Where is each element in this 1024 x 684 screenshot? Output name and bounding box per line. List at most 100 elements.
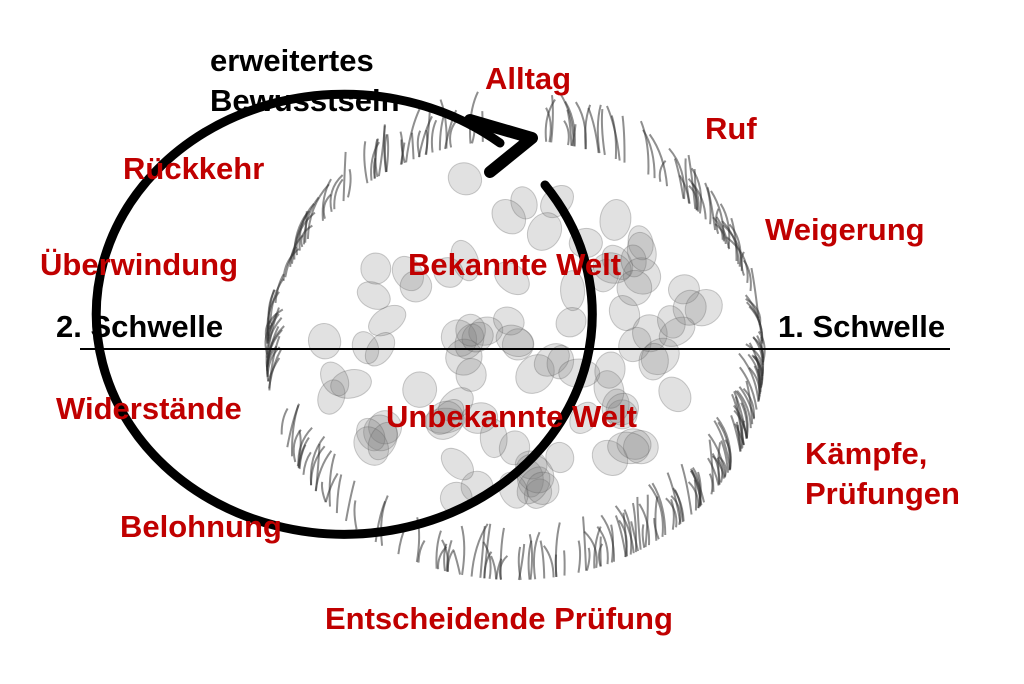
leaf-shape	[423, 407, 466, 434]
grass-blade	[383, 124, 387, 173]
grass-blade	[680, 463, 693, 515]
leaf-shape	[605, 392, 639, 426]
leaf-shape	[616, 269, 653, 306]
leaf-shape	[356, 281, 391, 310]
leaf-shape	[479, 418, 508, 459]
grass-blade	[303, 196, 320, 245]
leaf-shape	[668, 274, 700, 305]
grass-blade	[452, 550, 462, 575]
grass-blade	[621, 115, 626, 163]
grass-blade	[286, 403, 300, 448]
leaf-shape	[555, 307, 587, 338]
grass-blade	[711, 452, 721, 485]
grass-blade	[735, 421, 742, 452]
leaf-shape	[658, 316, 696, 347]
grass-blade	[550, 95, 554, 143]
grass-blade	[687, 154, 697, 210]
leaf-shape	[632, 314, 668, 353]
grass-blade	[374, 138, 379, 178]
leaves-decoration	[307, 162, 723, 515]
label-bewusstsein: Bewusstsein	[210, 83, 400, 118]
grass-blade	[539, 540, 546, 579]
leaf-shape	[601, 388, 630, 424]
grass-blade	[545, 107, 552, 143]
grass-blade	[731, 393, 744, 448]
grass-blade	[606, 105, 621, 161]
leaf-shape	[627, 225, 654, 261]
grass-blade	[670, 498, 675, 530]
leaf-shape	[516, 466, 551, 505]
grass-blade	[644, 494, 649, 548]
grass-blade	[740, 251, 745, 276]
leaf-shape	[591, 439, 629, 476]
grass-blade	[342, 151, 347, 202]
grass-blade	[302, 451, 312, 475]
grass-blade	[517, 543, 526, 581]
label-erweitertes: erweitertes	[210, 43, 374, 78]
leaf-shape	[425, 400, 464, 440]
leaf-shape	[491, 198, 527, 235]
arrow-head-icon	[464, 114, 538, 178]
leaf-shape	[498, 430, 531, 466]
leaf-shape	[640, 337, 680, 376]
grass-blade	[642, 129, 656, 179]
grass-blade	[435, 530, 442, 569]
label-rueckkehr: Rückkehr	[123, 151, 265, 186]
leaf-shape	[601, 244, 634, 280]
grass-blade	[399, 131, 404, 165]
grass-blade	[499, 527, 505, 580]
leaf-shape	[353, 426, 390, 466]
leaf-shape	[658, 376, 692, 413]
grass-blade	[268, 349, 282, 389]
grass-blade	[333, 178, 344, 210]
grass-blade	[600, 514, 615, 562]
leaf-shape	[363, 414, 398, 452]
grass-blade	[266, 307, 280, 358]
grass-blade	[296, 430, 302, 467]
grass-blade	[570, 124, 577, 147]
grass-blade	[300, 224, 313, 248]
grass-blade	[724, 439, 732, 471]
leaf-shape	[307, 322, 342, 360]
leaf-shape	[616, 428, 652, 460]
grass-blade	[309, 445, 326, 486]
grass-blade	[600, 108, 606, 156]
cycle-arc	[91, 89, 597, 539]
grass-blade	[329, 174, 344, 213]
leaf-shape	[607, 431, 650, 465]
grass-blade	[321, 178, 332, 221]
grass-blade	[673, 158, 685, 199]
grass-blade	[639, 120, 650, 175]
grass-blade	[648, 484, 664, 537]
leaf-shape	[360, 252, 392, 285]
grass-blade	[322, 193, 332, 219]
leaf-shape	[526, 212, 563, 251]
leaf-shape	[493, 306, 525, 336]
label-ueberwindung: Überwindung	[40, 247, 239, 282]
leaf-shape	[569, 401, 599, 434]
label-kaempfe: Kämpfe,	[805, 436, 928, 471]
leaf-shape	[608, 295, 641, 332]
grass-blade	[264, 322, 274, 355]
leaf-shape	[620, 244, 647, 278]
grass-blade	[739, 366, 758, 410]
grass-blade	[353, 500, 358, 530]
grass-blade	[715, 208, 720, 235]
leaf-shape	[440, 319, 478, 357]
leaf-shape	[429, 399, 465, 435]
leaf-shape	[368, 304, 407, 337]
leaf-shape	[356, 417, 386, 452]
leaf-shape	[546, 344, 575, 380]
grass-decoration	[264, 91, 766, 581]
leaf-shape	[450, 239, 480, 282]
grass-blade	[430, 119, 438, 153]
grass-blade	[370, 141, 380, 181]
grass-blade	[335, 474, 343, 514]
leaf-shape	[468, 316, 504, 346]
grass-blade	[385, 134, 390, 173]
grass-blade	[747, 353, 762, 389]
grass-blade	[687, 177, 700, 212]
leaf-shape	[523, 478, 553, 509]
